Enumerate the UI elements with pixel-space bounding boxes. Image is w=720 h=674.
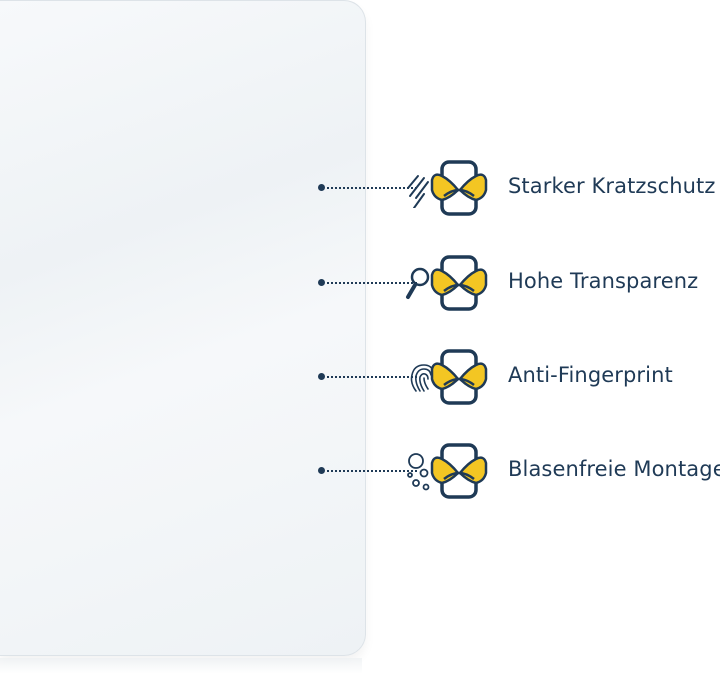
dotted-leader — [327, 470, 417, 472]
bullet-dot — [318, 467, 325, 474]
scratch-lines-icon — [407, 175, 429, 208]
bullet-dot — [318, 373, 325, 380]
feature-item-fingerprint: Anti-Fingerprint — [318, 347, 720, 407]
feature-label: Hohe Transparenz — [508, 269, 699, 293]
strong-arms-phone-icon — [430, 349, 488, 405]
dotted-leader — [327, 187, 417, 189]
feature-label: Blasenfreie Montage — [508, 457, 720, 481]
strong-arms-phone-icon — [430, 160, 488, 216]
feature-item-bubbles: Blasenfreie Montage — [318, 441, 720, 501]
bullet-dot — [318, 184, 325, 191]
feature-item-scratch: Starker Kratzschutz — [318, 158, 720, 218]
panel-reflection — [0, 658, 362, 674]
bubbles-icon — [407, 453, 430, 491]
strong-arms-phone-icon — [430, 443, 488, 499]
magnifier-icon — [406, 267, 430, 299]
dotted-leader — [327, 376, 417, 378]
bullet-dot — [318, 279, 325, 286]
feature-label: Anti-Fingerprint — [508, 363, 673, 387]
strong-arms-phone-icon — [430, 255, 488, 311]
fingerprint-icon — [410, 364, 435, 392]
dotted-leader — [327, 282, 417, 284]
screen-protector-panel — [0, 0, 366, 656]
feature-label: Starker Kratzschutz — [508, 174, 716, 198]
feature-item-transparency: Hohe Transparenz — [318, 253, 720, 313]
